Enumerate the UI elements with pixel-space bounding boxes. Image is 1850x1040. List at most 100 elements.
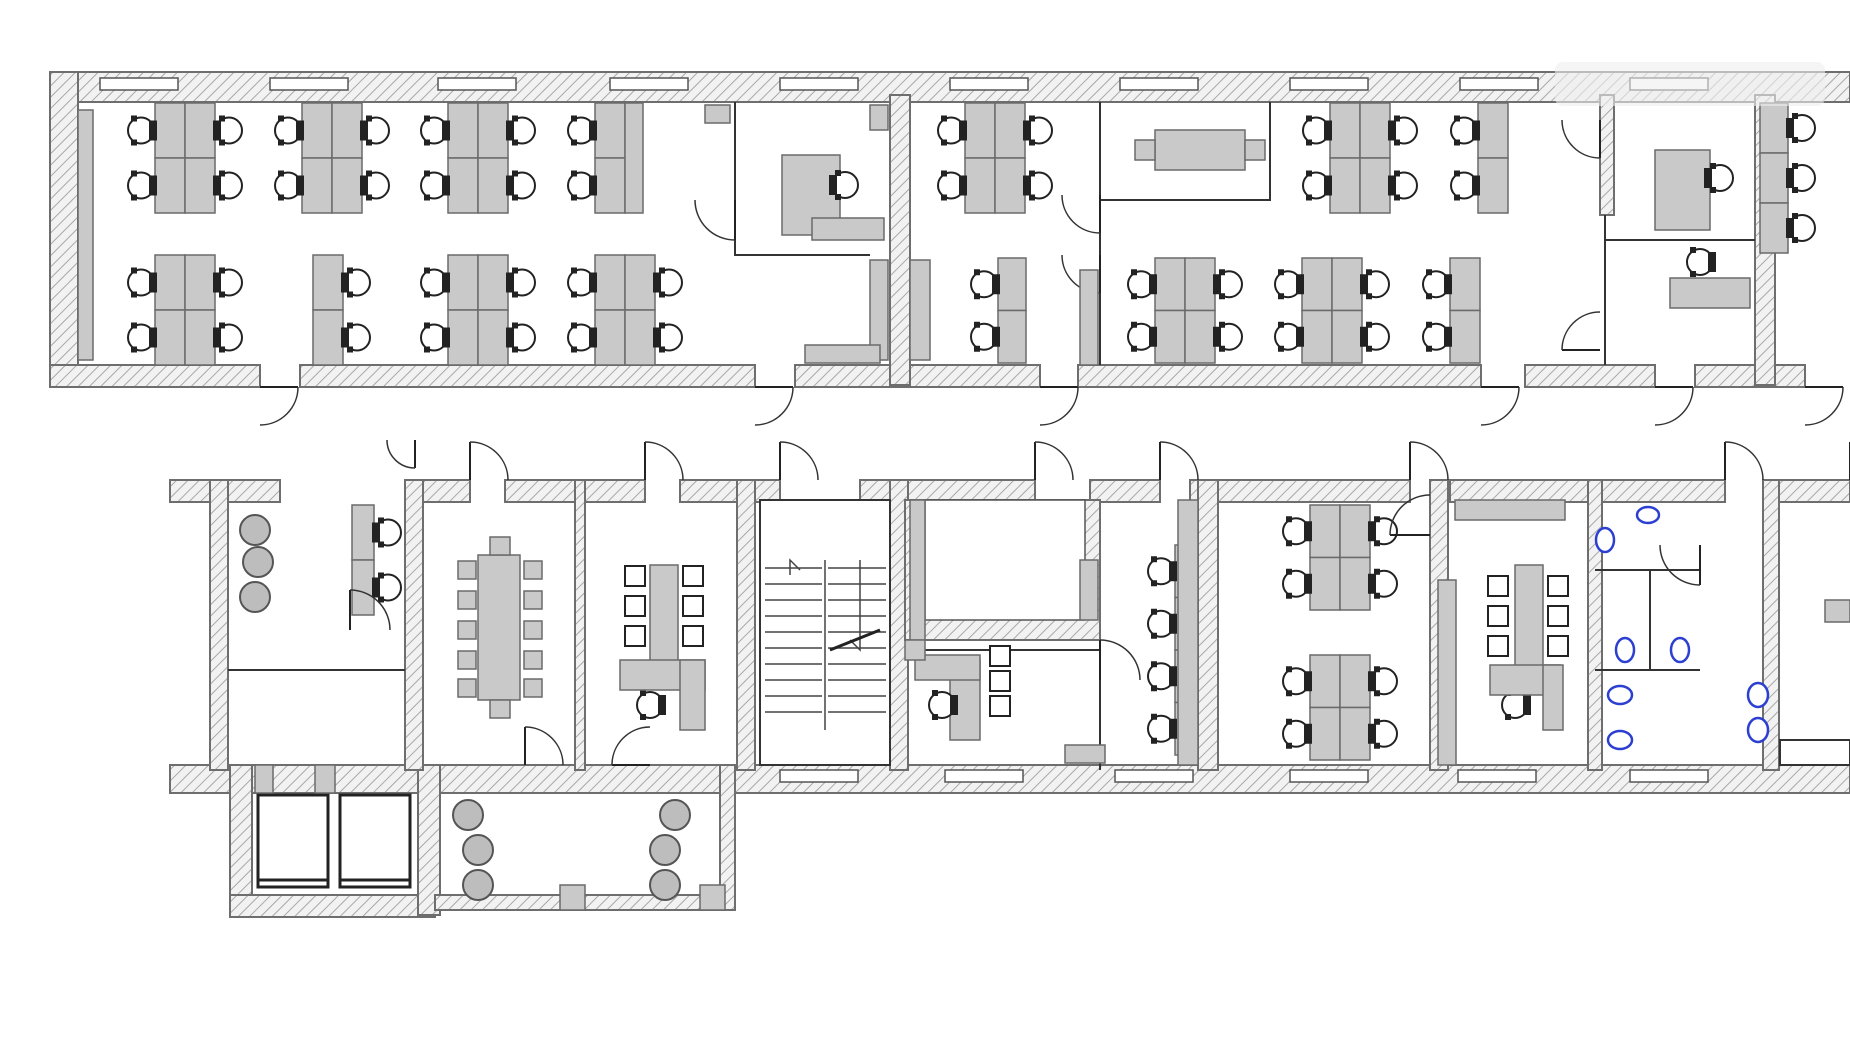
office-chair xyxy=(1302,115,1332,146)
office-chair xyxy=(360,170,390,201)
conference-chair xyxy=(457,590,477,610)
manager-desk xyxy=(1669,277,1751,309)
conference-chair xyxy=(989,645,1011,667)
workstation-half-pod xyxy=(351,504,375,616)
storage-cabinets xyxy=(77,104,1850,911)
workstation-pod xyxy=(154,102,216,214)
office-chair xyxy=(213,267,243,298)
door xyxy=(259,386,299,426)
workstation-pod xyxy=(447,102,509,214)
door xyxy=(1061,194,1101,234)
office-chair xyxy=(1147,713,1177,744)
office-chair xyxy=(420,322,450,353)
desk-return xyxy=(624,102,644,214)
office-chair xyxy=(1422,269,1452,300)
conference-chair xyxy=(523,678,543,698)
door xyxy=(1034,441,1074,481)
conference-table-right xyxy=(1489,564,1564,731)
office-chair xyxy=(1023,170,1053,201)
workstation-pod xyxy=(1309,654,1371,761)
office-chair xyxy=(1127,321,1157,352)
office-chair xyxy=(1786,113,1816,143)
conference-table-small xyxy=(619,564,706,731)
workstation-pod xyxy=(1329,102,1391,214)
workstation-pod xyxy=(301,102,363,214)
office-chair xyxy=(372,572,402,603)
office-chair xyxy=(829,170,859,200)
office-chair xyxy=(1786,163,1816,193)
office-chair xyxy=(213,115,243,146)
office-chair xyxy=(567,322,597,353)
conference-chair xyxy=(624,625,646,647)
door xyxy=(386,439,416,469)
door xyxy=(1724,441,1764,481)
workstation-pod xyxy=(1301,257,1363,364)
office-chair xyxy=(970,269,1000,300)
door xyxy=(779,441,819,481)
plant-icon xyxy=(452,799,484,831)
office-chair xyxy=(274,170,304,201)
plant-icon xyxy=(462,869,494,901)
office-chair xyxy=(372,517,402,548)
office-chair xyxy=(1388,170,1418,201)
office-chair xyxy=(1282,718,1312,749)
door xyxy=(349,589,391,631)
office-chair xyxy=(420,267,450,298)
workstation-half-pod xyxy=(1477,102,1509,214)
office-chair xyxy=(1023,115,1053,146)
office-chair xyxy=(213,322,243,353)
conference-chair xyxy=(457,620,477,640)
workstation-half-pod xyxy=(1759,102,1789,254)
office-chair xyxy=(1282,568,1312,599)
office-chair xyxy=(341,267,371,298)
conference-chair xyxy=(523,560,543,580)
exterior-walls xyxy=(49,71,1850,918)
office-chair xyxy=(937,115,967,146)
office-chair xyxy=(506,322,536,353)
office-chair xyxy=(506,170,536,201)
conference-chair xyxy=(457,560,477,580)
door xyxy=(1039,386,1079,426)
office-chair xyxy=(653,267,683,298)
office-chair xyxy=(1686,247,1716,277)
conference-table-large xyxy=(457,536,1569,719)
door xyxy=(1659,544,1701,586)
office-chair xyxy=(1786,213,1816,243)
office-chair xyxy=(937,170,967,201)
office-chair xyxy=(274,115,304,146)
office-chair xyxy=(420,115,450,146)
office-chair xyxy=(1450,115,1480,146)
restroom xyxy=(1594,505,1850,766)
office-chair xyxy=(1147,608,1177,639)
door xyxy=(1159,441,1199,481)
office-chair xyxy=(1213,269,1243,300)
interior-partitions xyxy=(228,102,1755,770)
office-chair xyxy=(1147,661,1177,692)
office-chair xyxy=(127,322,157,353)
conference-chair xyxy=(682,595,704,617)
manager-desk-return xyxy=(811,217,885,241)
conference-chair xyxy=(989,695,1011,717)
conference-chair xyxy=(682,565,704,587)
plant-icon xyxy=(659,799,691,831)
toilet-icon xyxy=(1594,526,1770,751)
office-chair xyxy=(1368,718,1398,749)
office-chair xyxy=(420,170,450,201)
office-chair xyxy=(928,690,958,720)
office-chair xyxy=(1388,115,1418,146)
door xyxy=(1480,386,1520,426)
conference-chair xyxy=(624,595,646,617)
windows xyxy=(99,77,1709,783)
door xyxy=(611,726,651,766)
door xyxy=(469,441,509,481)
workstation-pod xyxy=(964,102,1026,214)
door xyxy=(1654,386,1694,426)
office-chair xyxy=(1274,269,1304,300)
office-chair xyxy=(506,267,536,298)
conference-chair xyxy=(457,650,477,670)
workstation-half-pod xyxy=(312,254,344,366)
office-chair xyxy=(1282,666,1312,697)
office-chair xyxy=(506,115,536,146)
door xyxy=(1099,639,1141,681)
office-chair xyxy=(1368,666,1398,697)
